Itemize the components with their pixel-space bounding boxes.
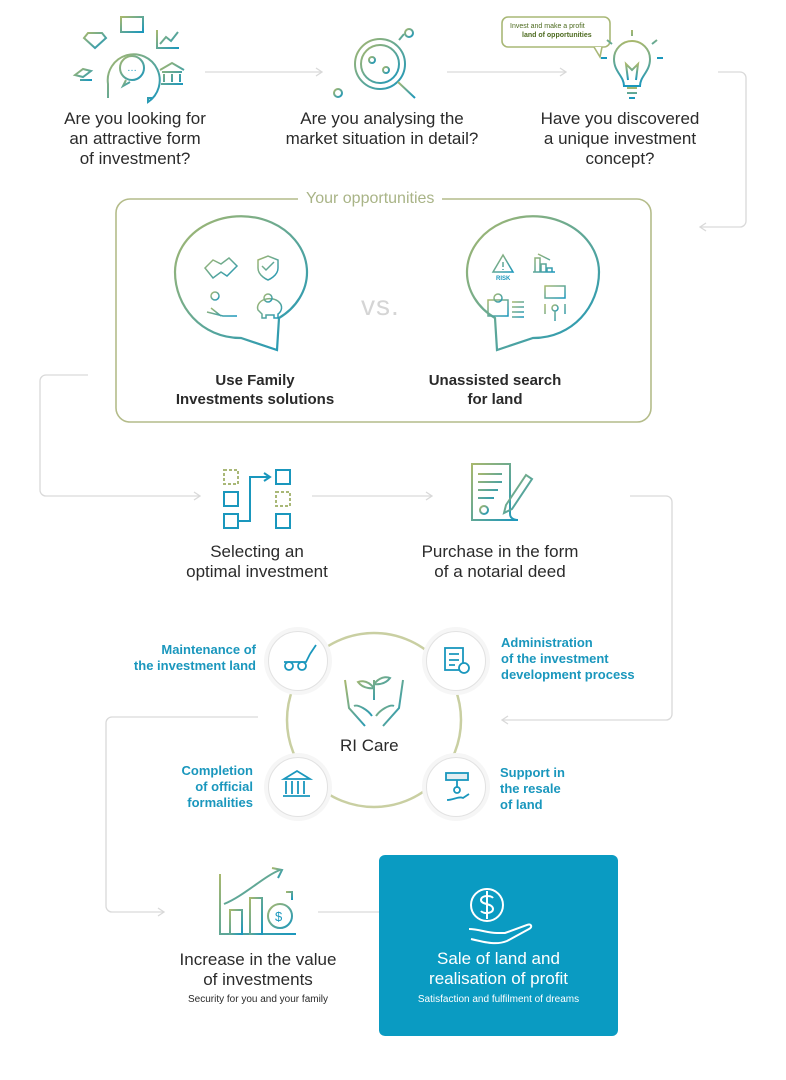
question-unique-concept: Have you discovered a unique investment …: [540, 109, 700, 168]
family-investments-label: Use Family Investments solutions: [175, 372, 335, 408]
care-hands-icon: [344, 676, 404, 727]
vs-label: vs.: [361, 290, 400, 321]
opportunities-title: Your opportunities: [298, 190, 443, 208]
maintenance-icon-circle: [268, 631, 328, 691]
completion-icon-circle: [268, 757, 328, 817]
risk-text: RISK: [496, 276, 511, 282]
family-investments-bubble: [173, 215, 309, 352]
sale-realisation-title: Sale of land and realisation of profit: [429, 949, 568, 988]
speech-bubble-line-2: land of opportunities: [522, 32, 592, 39]
selection-grid-icon: [223, 469, 291, 529]
unassisted-search-label: Unassisted search for land: [428, 372, 562, 408]
magnifier-chart-icon: [333, 28, 416, 99]
question-attractive-investment: Are you looking for an attractive form o…: [64, 109, 206, 168]
speech-bubble-line-1: Invest and make a profit: [510, 23, 585, 30]
unassisted-search-bubble: [465, 215, 601, 352]
increase-value-subtitle: Security for you and your family: [187, 994, 329, 1005]
growth-chart-icon: $: [219, 867, 296, 935]
increase-value-title: Increase in the value of investments: [179, 950, 337, 989]
ri-care-label: RI Care: [340, 736, 399, 755]
care-completion-label: Completion of official formalities: [181, 763, 254, 810]
support-icon-circle: [426, 757, 486, 817]
care-administration-label: Administration of the investment develop…: [501, 635, 635, 682]
svg-text:…: …: [127, 63, 137, 74]
investor-thinking-icon: …: [72, 16, 185, 104]
svg-text:$: $: [275, 909, 283, 924]
care-maintenance-label: Maintenance of the investment land: [133, 642, 256, 673]
administration-icon-circle: [426, 631, 486, 691]
notarial-deed-icon: [471, 463, 534, 521]
dollar-hand-icon: [468, 888, 533, 945]
sale-realisation-box: Sale of land and realisation of profit S…: [379, 855, 618, 1036]
step-selecting-investment: Selecting an optimal investment: [186, 542, 328, 581]
question-market-analysis: Are you analysing the market situation i…: [285, 109, 479, 148]
speech-bubble-shape: [501, 16, 611, 60]
step-purchase-deed: Purchase in the form of a notarial deed: [421, 542, 579, 581]
care-support-label: Support in the resale of land: [500, 765, 565, 812]
lightbulb-icon: [601, 30, 663, 99]
sale-realisation-subtitle: Satisfaction and fulfilment of dreams: [417, 994, 580, 1005]
